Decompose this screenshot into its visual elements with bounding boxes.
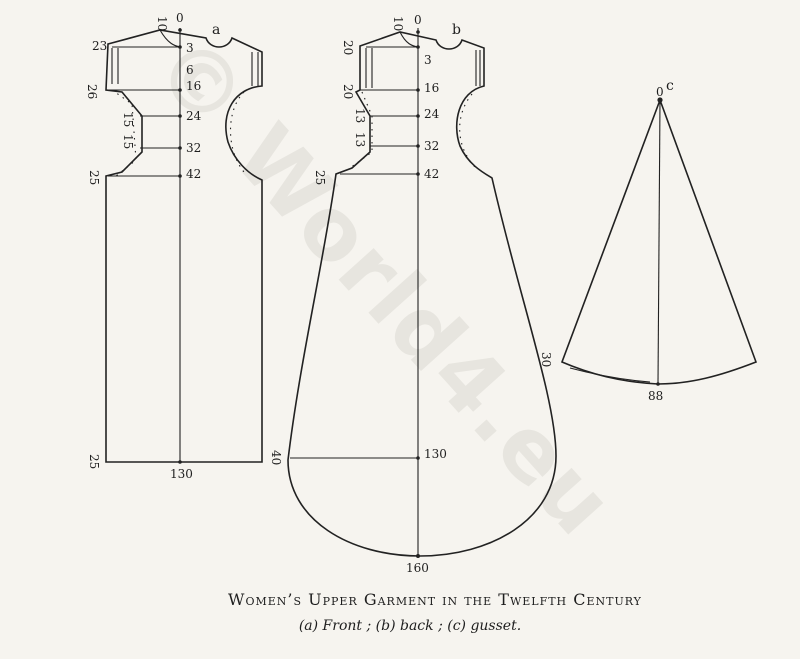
pattern-a-label-24: 24 xyxy=(186,109,202,123)
pattern-b-label-24: 24 xyxy=(424,107,440,121)
pattern-b-point-160 xyxy=(416,554,420,558)
pattern-a-point-130 xyxy=(178,460,182,464)
caption-title: Women’s Upper Garment in the Twelfth Cen… xyxy=(228,590,642,609)
pattern-b-dotted-left xyxy=(349,91,373,169)
pattern-b-dotted-right xyxy=(459,93,477,169)
pattern-a-point-16 xyxy=(178,88,182,92)
pattern-a-label-16: 16 xyxy=(186,79,201,93)
pattern-b-point-32 xyxy=(416,144,420,148)
pattern-a-label-23: 23 xyxy=(92,39,107,53)
pattern-a-point-42 xyxy=(178,174,182,178)
pattern-a-label-130: 130 xyxy=(170,467,193,481)
pattern-b-label-20-shoulder: 20 xyxy=(341,40,355,55)
pattern-c-label-30: 30 xyxy=(539,352,553,367)
pattern-a-dotted-right xyxy=(229,91,245,173)
pattern-a-right-sleeve-band xyxy=(251,52,259,86)
pattern-a-label-32: 32 xyxy=(186,141,201,155)
pattern-a-left-sleeve-band xyxy=(111,48,119,84)
pattern-b-point-24 xyxy=(416,114,420,118)
pattern-a-label-25-hip: 25 xyxy=(87,170,101,185)
pattern-a-label-15a: 15 xyxy=(121,112,135,127)
pattern-c-point-0 xyxy=(657,97,663,103)
pattern-a-label-15b: 15 xyxy=(121,134,135,149)
pattern-b-label-16: 16 xyxy=(424,81,439,95)
pattern-b-label-20-armpit: 20 xyxy=(341,84,355,99)
pattern-a-label-10: 10 xyxy=(155,16,169,31)
pattern-b-right-sleeve-band xyxy=(475,50,481,86)
pattern-a-label-3: 3 xyxy=(186,41,194,55)
pattern-b-left-sleeve-band xyxy=(365,48,373,88)
pattern-b-label-13a: 13 xyxy=(353,108,367,123)
pattern-b-label-32: 32 xyxy=(424,139,439,153)
pattern-a-label-26: 26 xyxy=(85,84,99,99)
pattern-b-point-0 xyxy=(416,30,420,34)
pattern-b-label-0: 0 xyxy=(414,13,422,27)
pattern-c-letter: c xyxy=(666,78,674,94)
pattern-b-outline xyxy=(287,31,557,557)
pattern-a-point-3 xyxy=(178,45,182,49)
pattern-b-label-160: 160 xyxy=(406,561,429,575)
pattern-a-point-24 xyxy=(178,114,182,118)
pattern-a-label-6: 6 xyxy=(186,63,194,77)
pattern-c-label-88: 88 xyxy=(648,389,663,403)
pattern-c-label-0: 0 xyxy=(656,85,664,99)
pattern-b-label-10: 10 xyxy=(391,16,405,31)
pattern-b-point-3 xyxy=(416,45,420,49)
pattern-a-letter: a xyxy=(212,22,220,38)
pattern-b-label-40: 40 xyxy=(269,450,283,465)
caption-subtitle: (a) Front ; (b) back ; (c) gusset. xyxy=(298,618,522,634)
pattern-a-point-0 xyxy=(178,28,182,32)
pattern-b-point-42 xyxy=(416,172,420,176)
pattern-c-point-88 xyxy=(656,382,660,386)
pattern-a-outline xyxy=(105,29,263,463)
pattern-c-inner-curve xyxy=(569,367,651,383)
pattern-a-dotted-left xyxy=(111,89,137,177)
pattern-a-label-42: 42 xyxy=(186,167,201,181)
pattern-b-label-25: 25 xyxy=(313,170,327,185)
pattern-a-point-32 xyxy=(178,146,182,150)
pattern-c-gusset: 0 c 30 88 xyxy=(539,78,758,403)
pattern-b-point-16 xyxy=(416,88,420,92)
pattern-a-front: a 0 10 23 3 6 16 26 24 15 15 32 42 25 25… xyxy=(85,11,263,481)
pattern-b-point-130 xyxy=(416,456,420,460)
pattern-b-label-130: 130 xyxy=(424,447,447,461)
watermark: © World4.eu xyxy=(134,17,633,555)
pattern-a-label-25-hem: 25 xyxy=(87,454,101,469)
pattern-b-label-3: 3 xyxy=(424,53,432,67)
pattern-a-label-0: 0 xyxy=(176,11,184,25)
pattern-b-letter: b xyxy=(452,22,461,38)
pattern-b-label-13b: 13 xyxy=(353,132,367,147)
pattern-c-centre-line xyxy=(657,99,661,385)
pattern-b-back: b 0 10 20 3 16 20 24 13 13 32 42 25 40 1… xyxy=(269,13,557,575)
pattern-b-label-42: 42 xyxy=(424,167,439,181)
